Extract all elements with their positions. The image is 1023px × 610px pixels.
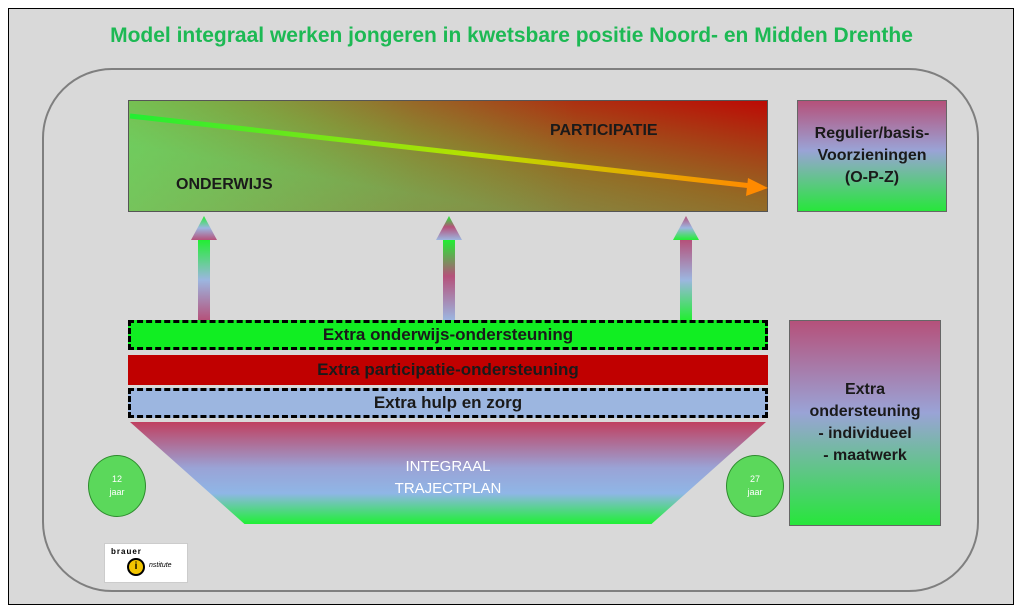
brauer-institute-logo: brauer i nstitute bbox=[104, 543, 188, 583]
regulier-basis-voorzieningen-box: Regulier/basis- Voorzieningen (O-P-Z) bbox=[797, 100, 947, 212]
participatie-label: PARTICIPATIE bbox=[550, 122, 658, 139]
top-box-green-glow bbox=[129, 101, 767, 211]
age-12-unit: jaar bbox=[109, 487, 125, 497]
page-title: Model integraal werken jongeren in kwets… bbox=[110, 24, 913, 47]
extra-ondersteuning-line-1: Extra bbox=[844, 381, 886, 398]
regulier-line-2: Voorzieningen bbox=[817, 147, 927, 164]
logo-bottom-text: nstitute bbox=[149, 562, 172, 569]
trajectplan-trapezoid bbox=[130, 422, 766, 524]
trajectplan-line-1: INTEGRAAL bbox=[405, 458, 491, 475]
extra-ondersteuning-box: Extra ondersteuning - individueel - maat… bbox=[789, 320, 941, 526]
trajectplan-line-2: TRAJECTPLAN bbox=[394, 480, 502, 497]
age-12-circle: 12 jaar bbox=[88, 455, 146, 517]
regulier-line-1: Regulier/basis- bbox=[814, 125, 930, 142]
extra-ondersteuning-line-3: - individueel bbox=[818, 425, 912, 442]
extra-onderwijs-band: Extra onderwijs-ondersteuning bbox=[128, 320, 768, 350]
extra-participatie-band: Extra participatie-ondersteuning bbox=[128, 355, 768, 385]
logo-mark-icon: i bbox=[127, 558, 145, 576]
logo-top-text: brauer bbox=[111, 547, 142, 556]
age-27-circle: 27 jaar bbox=[726, 455, 784, 517]
onderwijs-label: ONDERWIJS bbox=[176, 176, 273, 193]
extra-ondersteuning-line-4: - maatwerk bbox=[823, 447, 907, 464]
extra-hulp-zorg-band: Extra hulp en zorg bbox=[128, 388, 768, 418]
age-27-unit: jaar bbox=[747, 487, 763, 497]
outer-rounded-frame bbox=[42, 68, 979, 592]
age-12-number: 12 bbox=[111, 474, 122, 484]
age-27-number: 27 bbox=[749, 474, 760, 484]
extra-ondersteuning-line-2: ondersteuning bbox=[809, 403, 921, 420]
trajectplan-label: INTEGRAAL TRAJECTPLAN bbox=[348, 456, 548, 500]
regulier-line-3: (O-P-Z) bbox=[844, 169, 900, 186]
onderwijs-participatie-box bbox=[128, 100, 768, 212]
